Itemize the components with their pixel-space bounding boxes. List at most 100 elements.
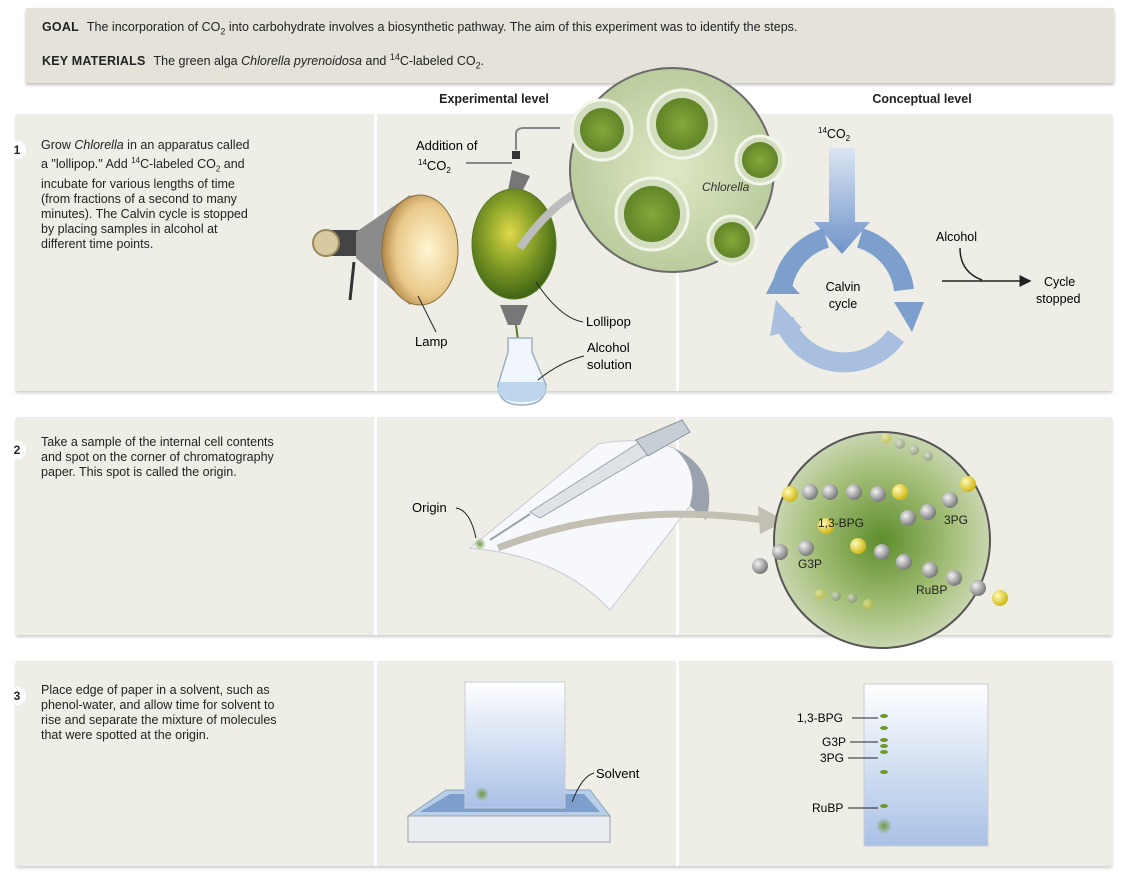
step-1-line: by placing samples in alcohol at <box>41 221 218 236</box>
leader-line <box>455 507 477 539</box>
co2-sup: 14 <box>818 126 827 135</box>
co2-text: CO <box>427 158 447 173</box>
chrom-g3p-label: G3P <box>822 735 846 749</box>
step-1-number: 1 <box>8 141 26 159</box>
text-run: 14 <box>131 156 141 165</box>
cycle-stopped-label-1: Cycle <box>1044 275 1075 289</box>
step-2-line: and spot on the corner of chromatography <box>41 450 274 464</box>
co2-sub: 2 <box>446 166 451 175</box>
text-run: 2 <box>215 164 221 174</box>
co2-input-arrow <box>814 148 870 254</box>
origin-label: Origin <box>412 500 447 515</box>
co2-sup: 14 <box>418 158 427 167</box>
leader-line <box>537 355 585 381</box>
step-3-number: 3 <box>8 687 26 705</box>
row-divider <box>676 661 679 866</box>
alcohol-solution-label-1: Alcohol <box>587 340 630 355</box>
paper-strip <box>464 681 566 809</box>
row-divider <box>374 417 377 635</box>
lamp-illustration <box>312 194 459 306</box>
alcohol-label: Alcohol <box>936 230 977 244</box>
leader-line <box>535 281 584 323</box>
molecules-magnified <box>752 431 1008 649</box>
step-1-line: Grow Chlorella in an apparatus called <box>41 138 341 153</box>
text-run: Grow <box>41 138 75 152</box>
chlorella-cell <box>570 98 634 162</box>
co2-text: CO <box>827 127 846 141</box>
bpg-label: 1,3-BPG <box>818 516 864 530</box>
km-sub: 2 <box>475 60 481 71</box>
text-run: C-labeled CO <box>140 157 216 172</box>
text-run: Chlorella <box>74 138 124 152</box>
rubp-label: RuBP <box>916 583 947 597</box>
calvin-label-2: cycle <box>829 297 858 311</box>
cycle-arrow <box>772 228 830 290</box>
alcohol-solution-label-2: solution <box>587 357 632 372</box>
chrom-3pg-label: 3PG <box>820 751 844 765</box>
text-run: and <box>220 157 245 172</box>
alcohol-curve <box>959 247 983 281</box>
step-1-line: different time points. <box>41 236 154 251</box>
step-2-line: paper. This spot is called the origin. <box>41 465 237 479</box>
row-divider <box>374 661 377 866</box>
magnify-arrowhead <box>758 506 786 534</box>
chlorella-cell <box>614 176 690 252</box>
concept-co2-label: 14CO2 <box>818 126 851 143</box>
km-species: Chlorella pyrenoidosa <box>241 54 363 69</box>
step-1-line: minutes). The Calvin cycle is stopped <box>41 206 248 221</box>
km-end: . <box>480 54 485 69</box>
step-1-line: a "lollipop." Add 14C-labeled CO2 and <box>41 153 341 177</box>
header-conceptual: Conceptual level <box>872 92 972 106</box>
molecule-g3p <box>752 518 834 574</box>
leader-line <box>417 295 437 333</box>
co2-label: 14CO2 <box>418 158 451 175</box>
header-experimental: Experimental level <box>439 92 549 106</box>
step-1-line: incubate for various lengths of time <box>41 176 235 191</box>
cycle-stopped-label-2: stopped <box>1036 292 1081 306</box>
molecule-3pg <box>900 476 976 526</box>
step-2-text: Take a sample of the internal cell conte… <box>41 435 341 480</box>
chrom-bpg-label: 1,3-BPG <box>797 711 843 725</box>
chlorella-cell <box>646 88 718 160</box>
magnify-arrow <box>496 510 765 552</box>
km-text-mid: and <box>362 54 390 69</box>
step-1-line: (from fractions of a second to many <box>41 191 237 206</box>
step-1-text: Grow Chlorella in an apparatus called a … <box>41 138 341 252</box>
key-materials-label: KEY MATERIALS <box>42 54 146 69</box>
addition-of-label: Addition of <box>416 138 478 153</box>
calvin-cycle-diagram <box>766 148 924 373</box>
goal-label: GOAL <box>42 20 79 34</box>
step-3-text: Place edge of paper in a solvent, such a… <box>41 683 341 743</box>
co2-sub: 2 <box>846 134 851 143</box>
key-materials-line: KEY MATERIALS The green alga Chlorella py… <box>42 52 484 71</box>
row-divider <box>676 417 679 635</box>
g3p-label: G3P <box>798 557 822 571</box>
cycle-arrowhead <box>770 300 802 336</box>
chlorella-cell <box>706 214 758 266</box>
faded-molecules <box>815 433 933 609</box>
calvin-label-1: Calvin <box>826 280 861 294</box>
leader-line <box>571 772 595 803</box>
goal-text-pre: The incorporation of CO <box>86 20 221 34</box>
step-3-line: phenol-water, and allow time for solvent… <box>41 698 275 712</box>
chlorella-label: Chlorella <box>702 180 750 194</box>
km-sup: 14 <box>389 52 400 62</box>
goal-text-post: into carbohydrate involves a biosyntheti… <box>225 20 798 34</box>
3pg-label: 3PG <box>944 513 968 527</box>
step-3-line: that were spotted at the origin. <box>41 728 210 742</box>
km-text-post: C-labeled CO <box>399 54 476 69</box>
step-2-line: Take a sample of the internal cell conte… <box>41 435 274 449</box>
step-3-line: rise and separate the mixture of molecul… <box>41 713 277 727</box>
cycle-arrowhead <box>894 302 924 332</box>
goal-sub: 2 <box>220 26 226 37</box>
chrom-rubp-label: RuBP <box>812 801 843 815</box>
molecule-rubp <box>850 538 1008 606</box>
lollipop-label: Lollipop <box>586 314 631 329</box>
molecule-1-3-bpg <box>782 484 908 502</box>
text-run: a "lollipop." Add <box>41 157 132 172</box>
lamp-label: Lamp <box>415 334 448 349</box>
chlorella-magnified <box>516 67 786 273</box>
km-text-pre: The green alga <box>153 54 242 69</box>
